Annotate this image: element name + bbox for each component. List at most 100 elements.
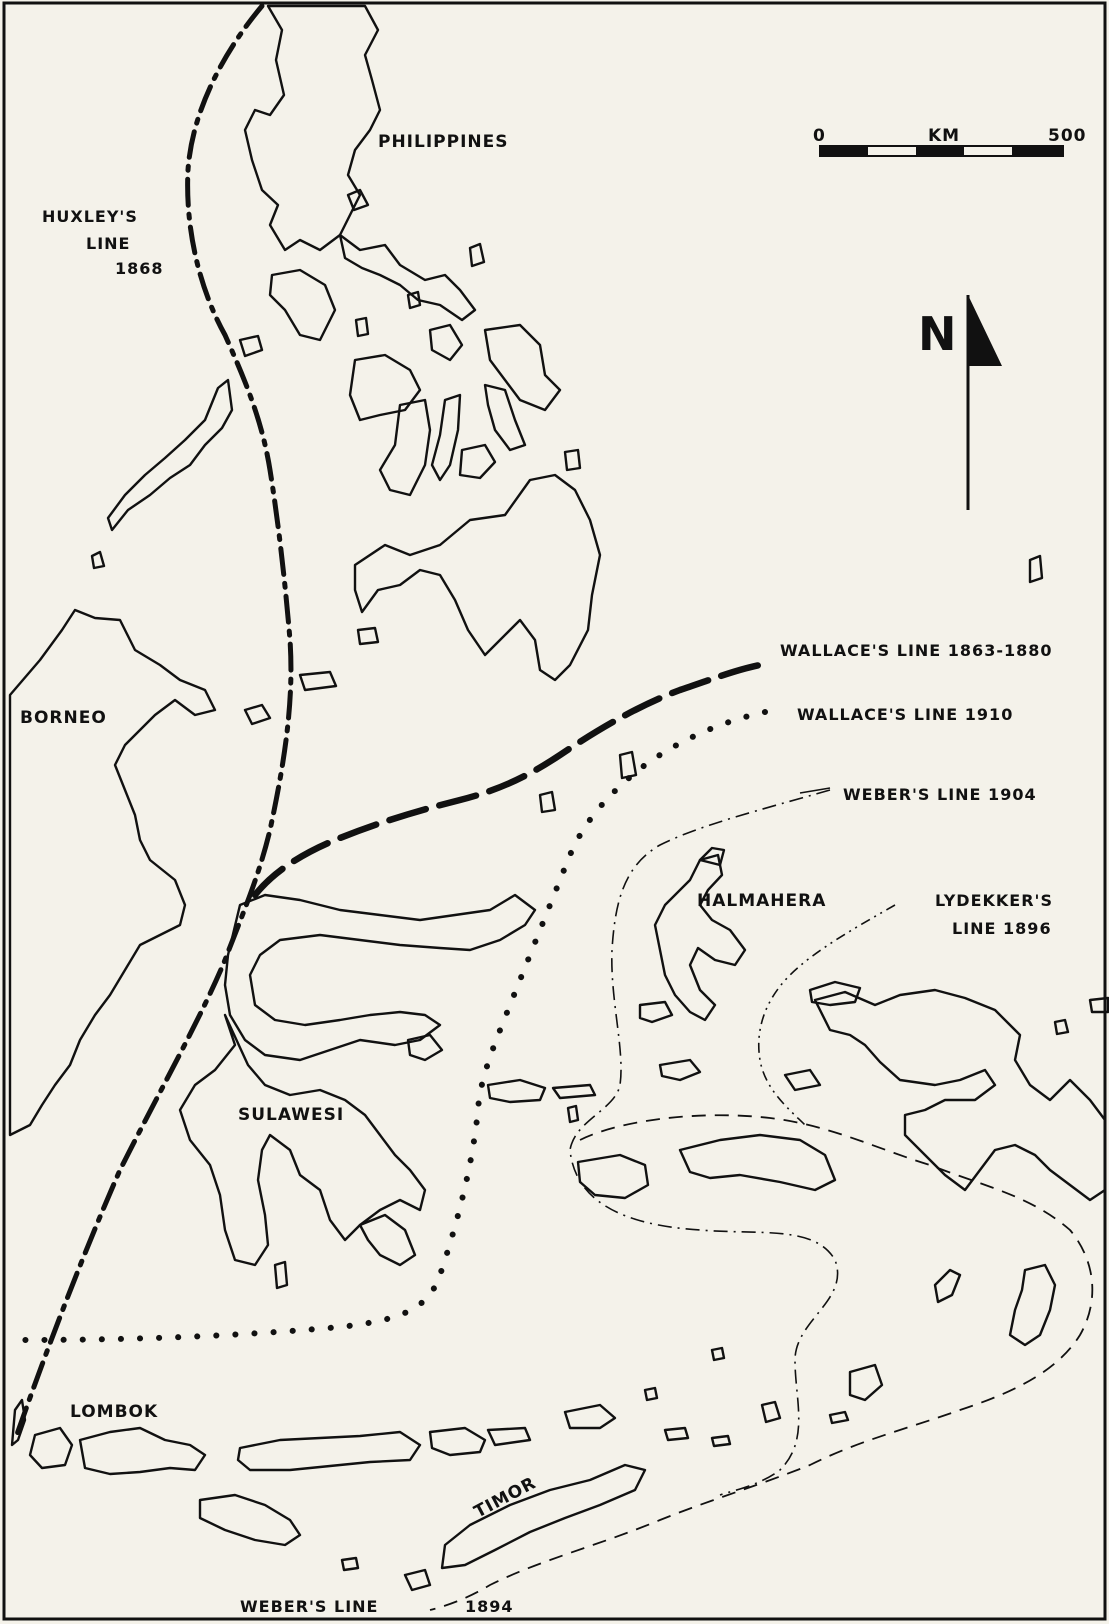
- masbate-island: [428, 323, 464, 362]
- sumbawa-island: [78, 1426, 207, 1476]
- sulawesi-north-arm: [223, 893, 537, 1062]
- small-island-sulawesi-4: [538, 790, 557, 814]
- sulawesi-central-body: [178, 1013, 427, 1267]
- small-island-sunda-9: [710, 1346, 726, 1362]
- huxley-label-word: LINE: [86, 234, 130, 253]
- bohol-island: [458, 443, 497, 480]
- mindoro-island: [268, 268, 337, 342]
- huxley-line: [12, 3, 294, 1443]
- small-island-sunda-3: [760, 1400, 782, 1424]
- label-sulawesi: SULAWESI: [238, 1105, 344, 1125]
- scale-bar-seg-3: [916, 146, 964, 156]
- seram-island: [678, 1133, 837, 1192]
- label-halmahera: HALMAHERA: [697, 891, 826, 911]
- small-island-ph-1: [354, 316, 370, 338]
- north-arrow-letter: N: [918, 307, 957, 361]
- weber-line-1904: [569, 789, 839, 1496]
- region-labels: PHILIPPINES BORNEO HALMAHERA SULAWESI LO…: [20, 132, 826, 1522]
- weber-1904-label: WEBER'S LINE 1904: [843, 785, 1037, 804]
- small-island-sunda-6: [340, 1556, 360, 1572]
- small-island-halmahera-2: [658, 1058, 702, 1082]
- lydekker-label-name: LYDEKKER'S: [935, 891, 1053, 910]
- alor-islands: [428, 1426, 487, 1457]
- biogeographic-lines: [12, 3, 1094, 1611]
- small-island-ph-3: [238, 334, 264, 358]
- small-island-halmahera-3: [783, 1068, 822, 1092]
- small-island-sulawesi-1: [406, 1033, 444, 1062]
- borneo-island: [8, 608, 217, 1137]
- line-labels: HUXLEY'S LINE 1868 WALLACE'S LINE 1863-1…: [42, 207, 1053, 1616]
- cebu-island: [430, 393, 462, 482]
- small-island-ph-7: [406, 290, 422, 310]
- small-island-ng-1: [1088, 996, 1109, 1014]
- small-island-sunda-7: [710, 1434, 732, 1448]
- huxley-label-year: 1868: [115, 259, 164, 278]
- label-borneo: BORNEO: [20, 708, 107, 728]
- lydekker-line-1896: [758, 904, 896, 1126]
- luzon-island: [243, 4, 382, 252]
- scale-bar-seg-1: [820, 146, 868, 156]
- mindanao-island: [353, 473, 602, 682]
- bali-island: [10, 1398, 27, 1447]
- wallace-line-1863: [251, 661, 764, 899]
- small-island-sunda-4: [848, 1363, 884, 1402]
- scale-bar-seg-5: [1012, 146, 1063, 156]
- small-island-sunda-5: [403, 1568, 432, 1592]
- weber-1894-label-name: WEBER'S LINE: [240, 1597, 378, 1616]
- small-island-halmahera-1: [638, 1000, 674, 1024]
- luzon-southeast-peninsula: [338, 233, 477, 322]
- buru-island: [576, 1153, 650, 1200]
- small-island-sunda-10: [643, 1386, 659, 1402]
- halmahera-north-islet: [698, 846, 726, 867]
- kai-island: [933, 1268, 962, 1304]
- lombok-island: [28, 1426, 74, 1470]
- halmahera-island: [653, 853, 747, 1022]
- weber-line-1904-leader: [799, 787, 831, 794]
- small-island-ph-6: [346, 188, 370, 212]
- landmasses: [8, 4, 1109, 1592]
- small-island-ph-5: [563, 448, 582, 472]
- sumba-island: [198, 1493, 302, 1547]
- buton-island: [358, 1213, 417, 1267]
- small-island-sulawesi-6: [298, 670, 338, 692]
- wallace-1910-label: WALLACE'S LINE 1910: [797, 705, 1013, 724]
- sula-island-1: [486, 1078, 547, 1104]
- weber-1894-label-year: 1894: [465, 1597, 514, 1616]
- palawan-island: [106, 378, 234, 532]
- small-island-palawan: [90, 550, 106, 570]
- scale-bar: 0 KM 500: [813, 126, 1087, 157]
- timor-island: [440, 1463, 647, 1570]
- panay-island: [348, 353, 422, 422]
- small-island-ph-4: [356, 626, 380, 646]
- small-island-sulawesi-3: [618, 750, 638, 780]
- small-island-sunda-2: [663, 1426, 690, 1442]
- sula-island-3: [566, 1104, 580, 1124]
- lydekker-label-year: LINE 1896: [952, 919, 1052, 938]
- new-guinea-vogelkop: [813, 988, 1107, 1202]
- leyte-island: [483, 383, 527, 452]
- small-island-ng-2: [1053, 1018, 1070, 1036]
- small-island-ph-2: [468, 242, 486, 268]
- small-island-sulawesi-5: [243, 703, 272, 726]
- small-island-sunda-1: [563, 1403, 617, 1430]
- small-island-sunda-11: [1028, 554, 1044, 584]
- scale-bar-end: 500: [1048, 126, 1087, 146]
- sula-island-2: [551, 1083, 597, 1100]
- small-island-sulawesi-2: [273, 1260, 289, 1290]
- wetar-island: [486, 1426, 532, 1447]
- scale-bar-unit: KM: [928, 126, 960, 146]
- north-arrow-flag: [968, 295, 1002, 366]
- scale-bar-start: 0: [813, 126, 826, 146]
- huxley-label-name: HUXLEY'S: [42, 207, 138, 226]
- label-philippines: PHILIPPINES: [378, 132, 509, 152]
- wallace-1863-label: WALLACE'S LINE 1863-1880: [780, 641, 1053, 660]
- negros-island: [378, 398, 432, 497]
- small-island-sunda-8: [828, 1410, 850, 1425]
- north-arrow-icon: N: [918, 295, 1002, 510]
- aru-islands: [1008, 1263, 1057, 1347]
- flores-island: [236, 1430, 422, 1472]
- label-lombok: LOMBOK: [70, 1402, 158, 1422]
- weber-line-1894: [429, 1114, 1094, 1611]
- samar-island: [483, 323, 562, 412]
